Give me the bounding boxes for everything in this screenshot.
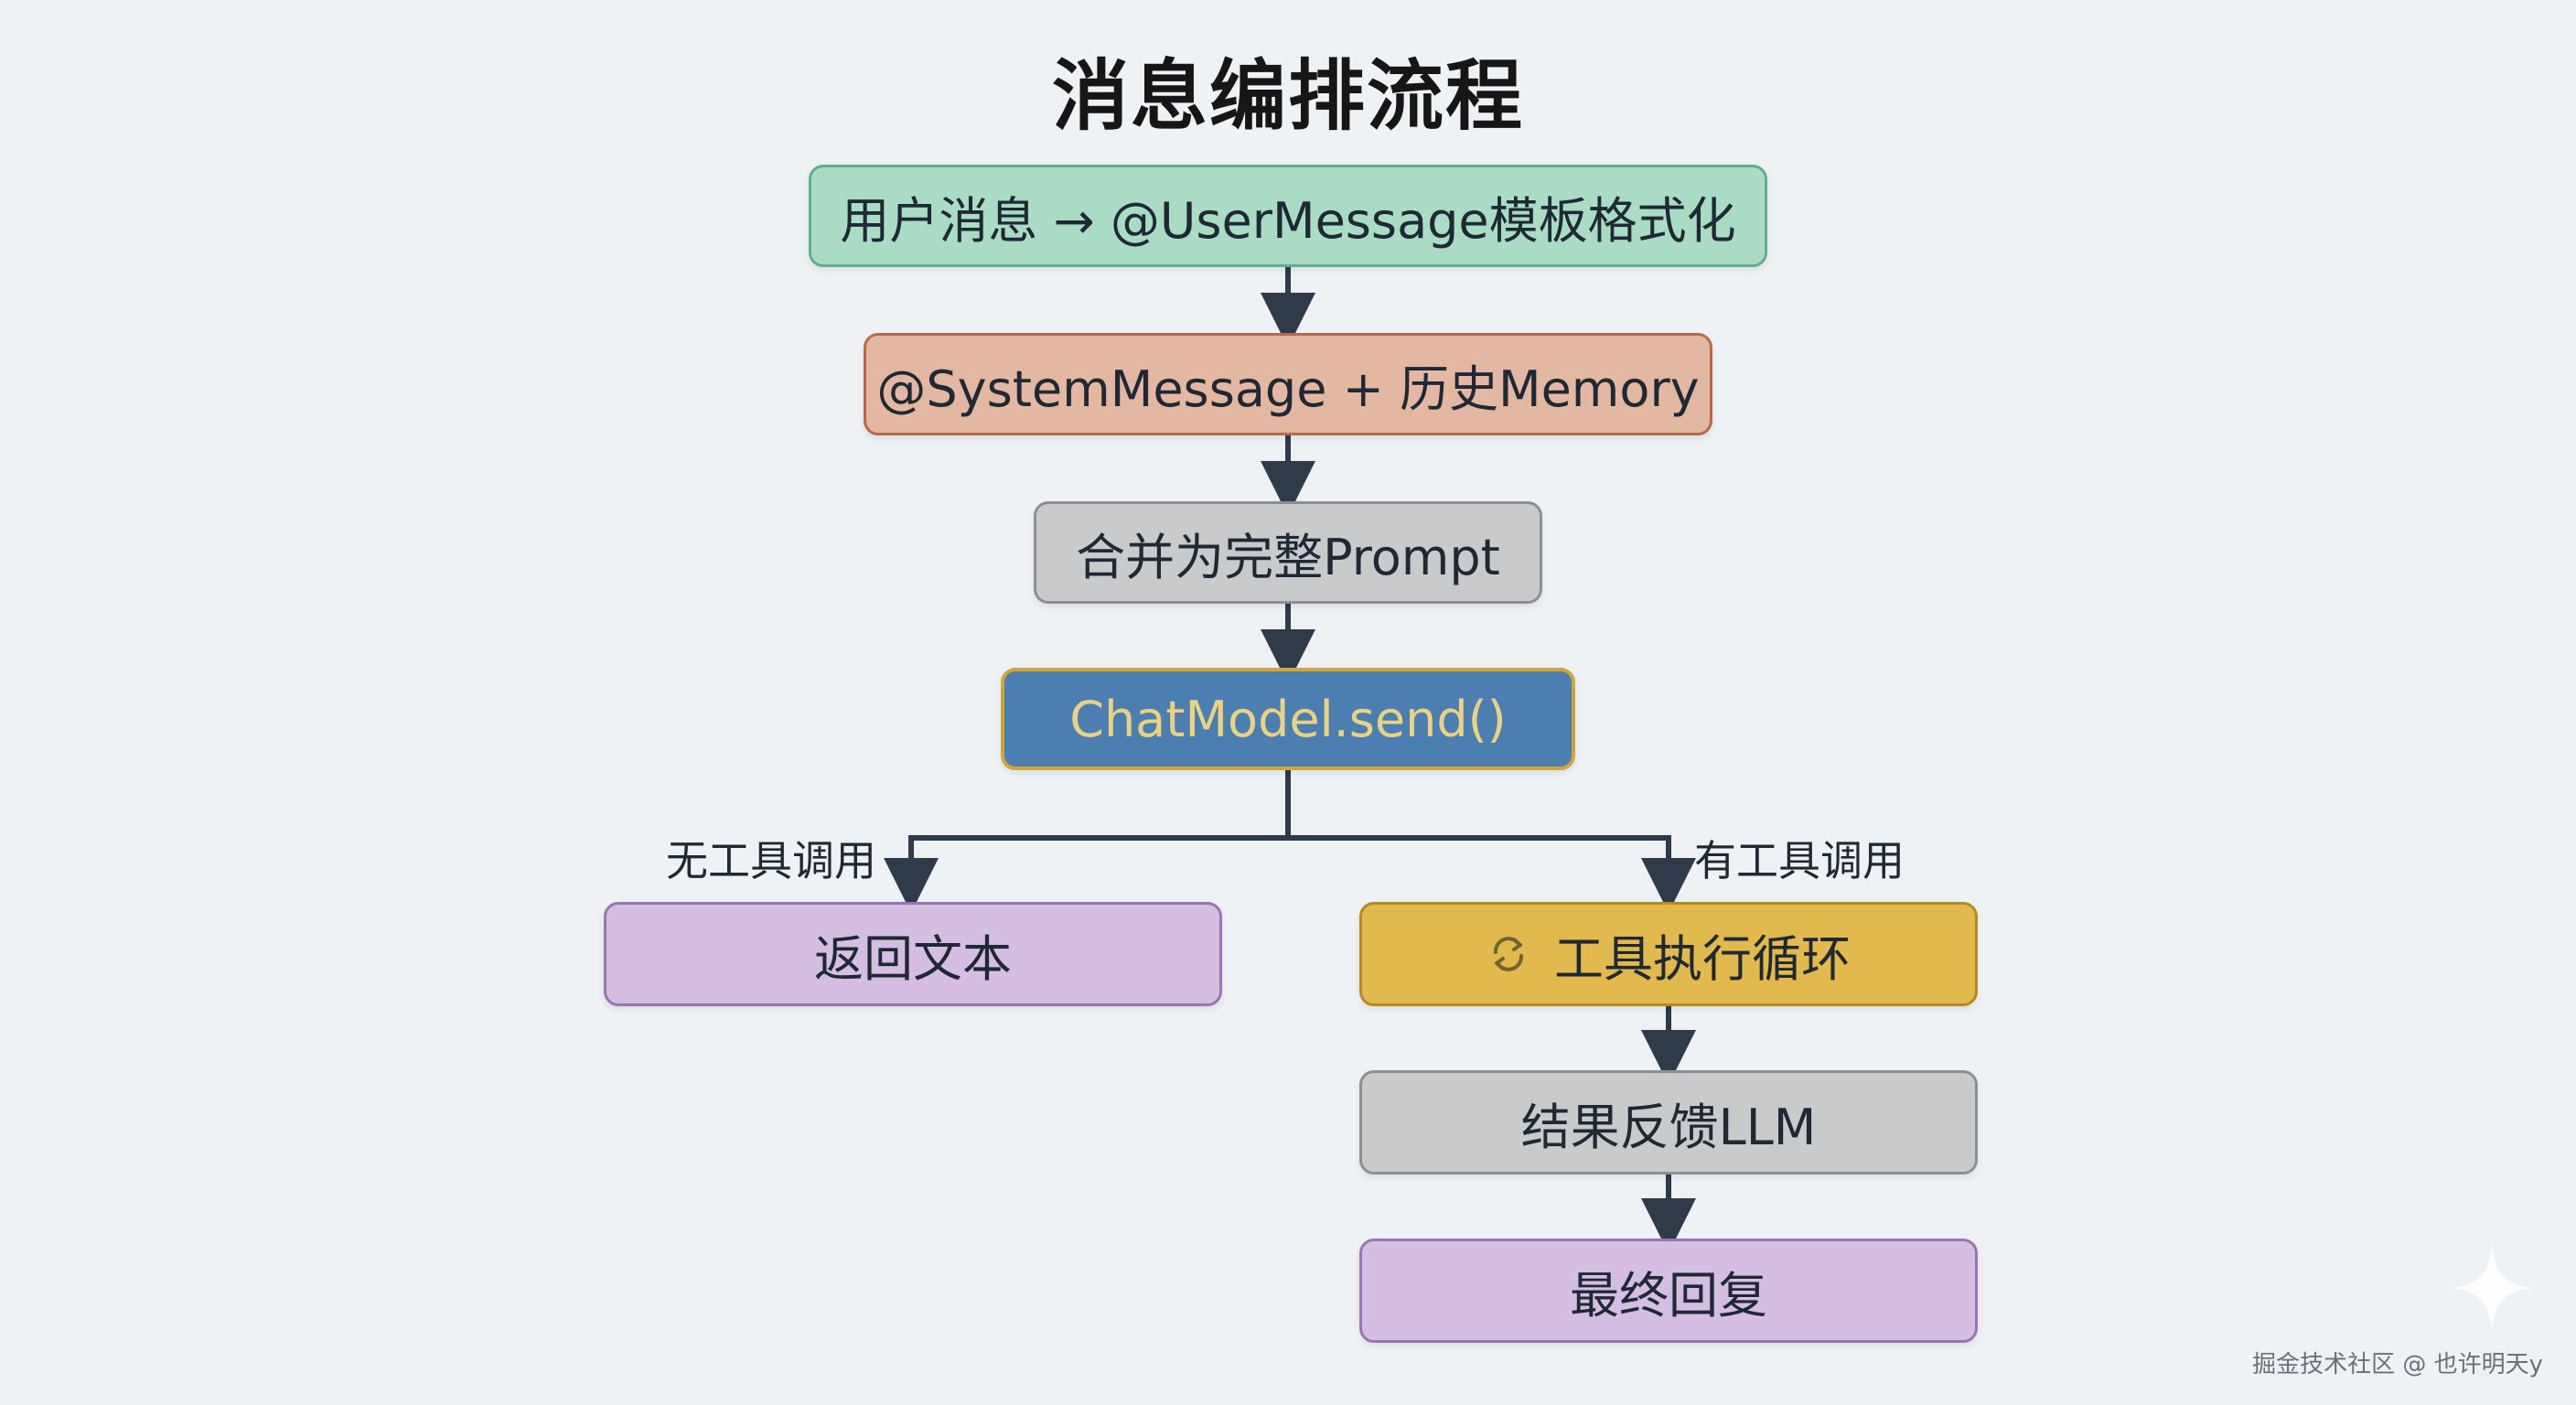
node-chat-model-send-label: ChatModel.send() [1069,690,1507,748]
watermark: 掘金技术社区 @ 也许明天y [2252,1351,2543,1378]
node-user-message: 用户消息 → @UserMessage模板格式化 [809,165,1767,267]
node-merge-prompt: 合并为完整Prompt [1034,501,1542,604]
branch-label-no-tool: 无工具调用 [666,836,876,885]
node-system-memory-label: @SystemMessage + 历史Memory [876,359,1700,418]
node-return-text-label: 返回文本 [814,929,1012,988]
node-chat-model-send: ChatModel.send() [1001,668,1575,770]
node-tool-loop: 工具执行循环 [1359,902,1978,1006]
node-final-reply-label: 最终回复 [1570,1266,1767,1325]
node-merge-prompt-label: 合并为完整Prompt [1076,528,1500,586]
node-final-reply: 最终回复 [1359,1239,1978,1343]
branch-label-has-tool: 有工具调用 [1694,836,1905,885]
node-return-text: 返回文本 [604,902,1222,1006]
repeat-icon [1494,937,1523,971]
node-tool-loop-label: 工具执行循环 [1554,929,1851,988]
node-system-memory: @SystemMessage + 历史Memory [864,333,1712,435]
diagram-title: 消息编排流程 [1051,51,1524,141]
node-feedback-llm: 结果反馈LLM [1359,1070,1978,1174]
node-feedback-llm-label: 结果反馈LLM [1520,1098,1817,1156]
node-user-message-label: 用户消息 → @UserMessage模板格式化 [840,191,1736,250]
sparkle-icon [2450,1246,2534,1330]
